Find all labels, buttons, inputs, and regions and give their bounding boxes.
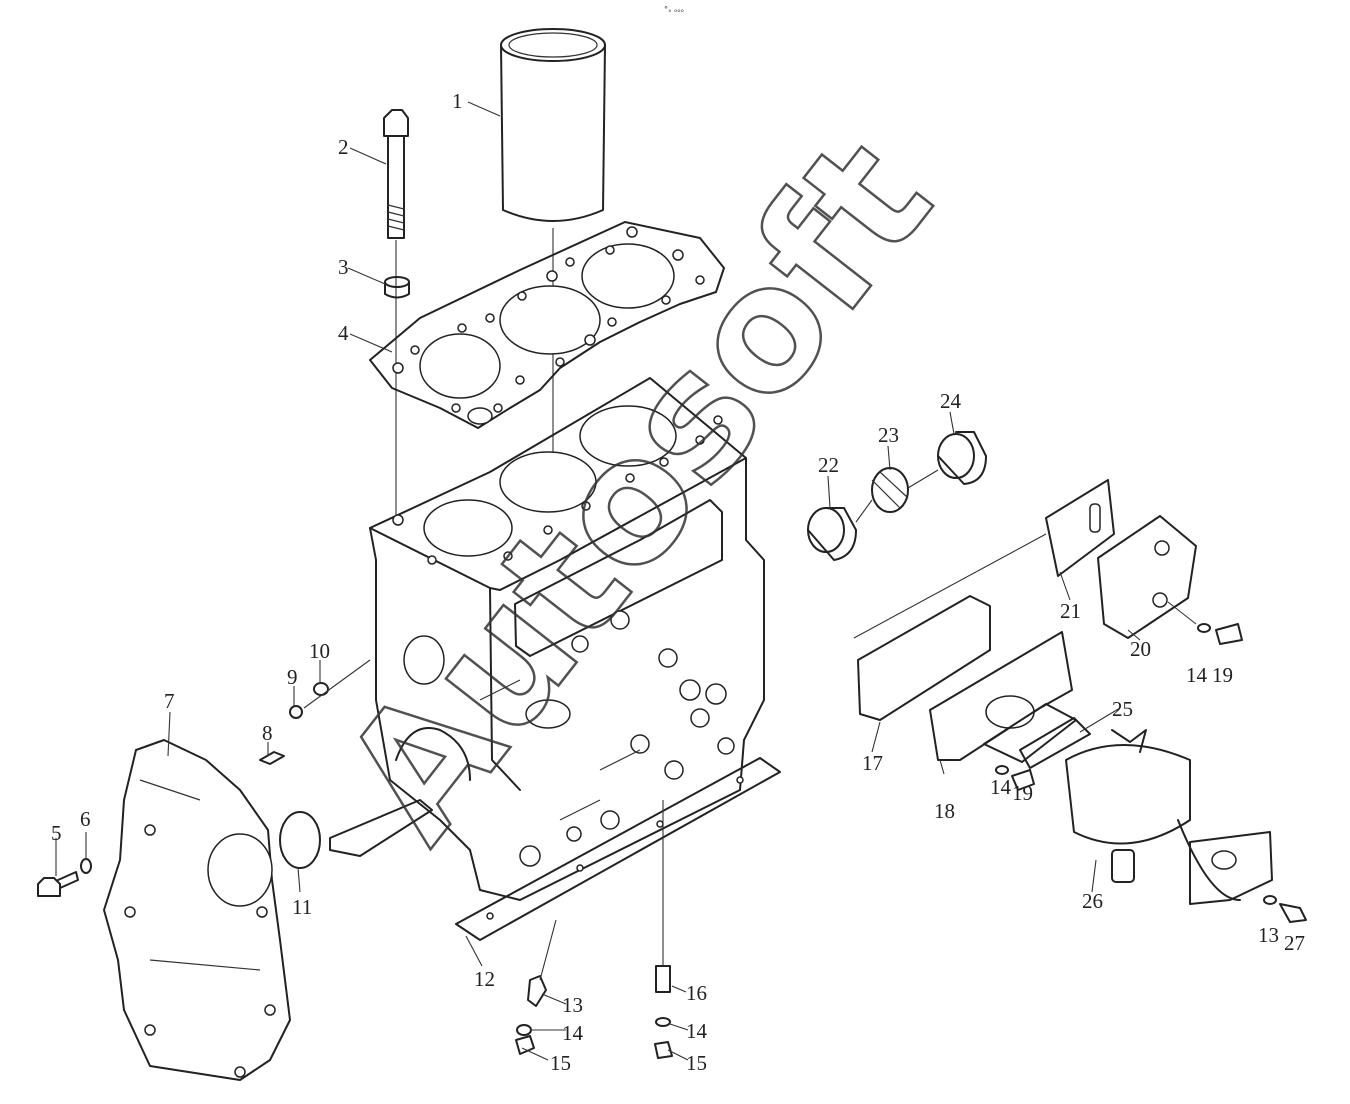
pan-stud: [654, 800, 673, 1059]
callout-12: 12: [474, 967, 495, 991]
callout-4: 4: [338, 321, 349, 345]
callout-3: 3: [338, 255, 349, 279]
callout-15-bottom-left: 15: [550, 1051, 571, 1075]
tappet-cover: [857, 595, 1077, 791]
callout-16: 16: [686, 981, 707, 1005]
callout-14-middle: 14: [990, 775, 1012, 799]
callout-1: 1: [452, 89, 463, 113]
front-gasket: [103, 739, 291, 1081]
callout-labels: 1 2 3 4 5 6 7 8 9 10 11 12 13 14 15 16 1…: [51, 89, 1305, 1075]
callout-15-bottom-right: 15: [686, 1051, 707, 1075]
callout-2: 2: [338, 135, 349, 159]
callout-14-bottom-left: 14: [562, 1021, 584, 1045]
callout-19-middle: 19: [1012, 781, 1033, 805]
callout-21: 21: [1060, 599, 1081, 623]
callout-18: 18: [934, 799, 955, 823]
callout-25: 25: [1112, 697, 1133, 721]
oil-pan-gasket: [329, 757, 781, 941]
head-bolt: [383, 109, 409, 520]
callout-13-right: 13: [1258, 923, 1279, 947]
callout-8: 8: [262, 721, 273, 745]
callout-26: 26: [1082, 889, 1103, 913]
callout-9: 9: [287, 665, 298, 689]
callout-7: 7: [164, 689, 175, 713]
callout-17: 17: [862, 751, 883, 775]
oil-filter-assembly: [1019, 717, 1307, 923]
callout-27: 27: [1284, 931, 1305, 955]
callout-10: 10: [309, 639, 330, 663]
cylinder-block: [369, 377, 765, 901]
expansion-plug: [279, 811, 321, 869]
head-gasket: [369, 221, 725, 429]
callout-6: 6: [80, 807, 91, 831]
front-bolt: [37, 858, 92, 897]
callout-14-bottom-right: 14: [686, 1019, 708, 1043]
callout-20: 20: [1130, 637, 1151, 661]
callout-24: 24: [940, 389, 962, 413]
callout-13-bottom: 13: [562, 993, 583, 1017]
callout-22: 22: [818, 453, 839, 477]
callout-23: 23: [878, 423, 899, 447]
callout-11: 11: [292, 895, 312, 919]
callout-5: 5: [51, 821, 62, 845]
cam-bushings: [807, 431, 987, 561]
dowel-pin: [259, 659, 371, 765]
callout-leaders: [55, 101, 1141, 1061]
header-mark: °ₓ ₒₒₒ: [664, 5, 684, 14]
callout-19-right: 19: [1212, 663, 1233, 687]
side-cover-plate: [853, 479, 1243, 645]
drain-stud: [515, 919, 557, 1055]
callout-14-right: 14: [1186, 663, 1208, 687]
bushing: [384, 276, 410, 299]
